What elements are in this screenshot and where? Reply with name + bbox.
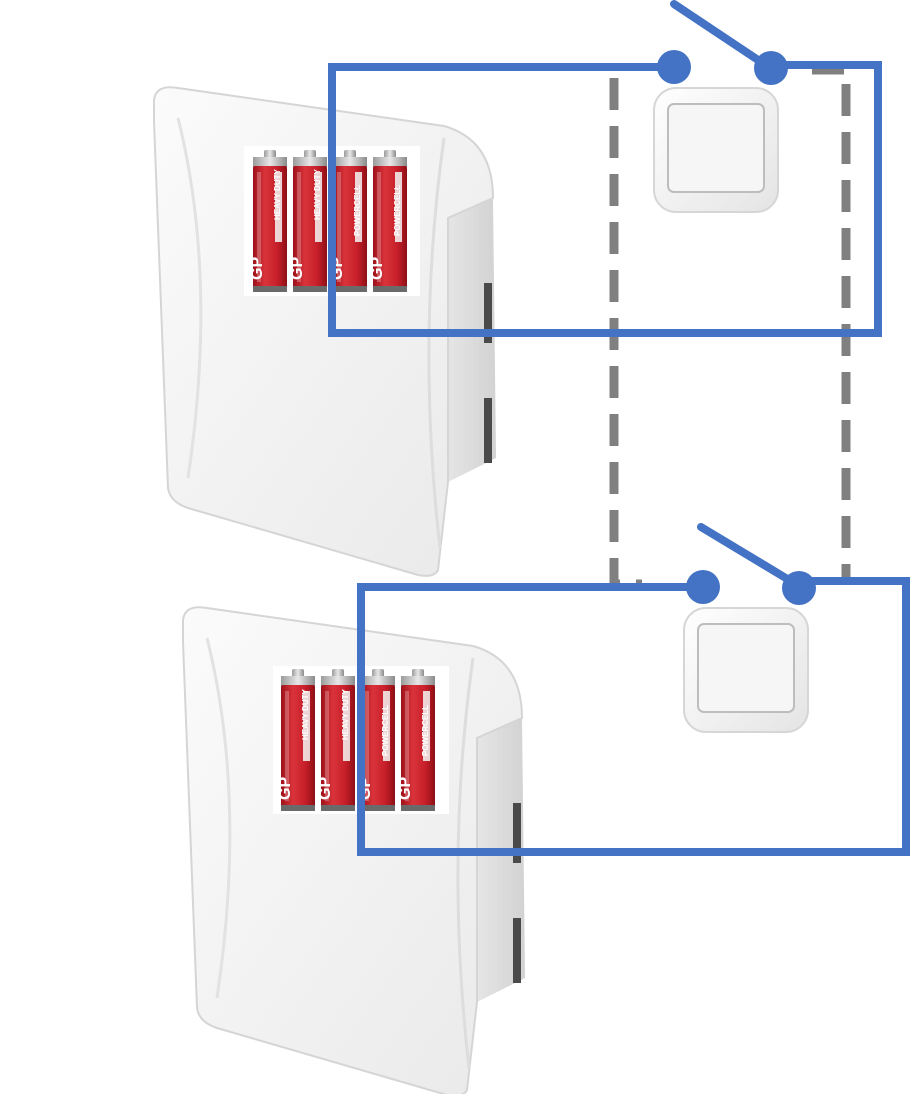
battery-brand-label: GP — [317, 777, 334, 800]
battery-brand-label: GP — [249, 257, 266, 280]
battery-line-label: HEAVY DUTY — [301, 689, 310, 740]
switch-terminal — [754, 51, 788, 85]
switch-terminal — [782, 571, 816, 605]
battery-brand-label: GP — [369, 257, 386, 280]
open-switch-icon — [686, 570, 816, 605]
battery-brand-label: GP — [397, 777, 414, 800]
battery-line-label: POWERCELL — [421, 705, 430, 756]
circuit-2-wire — [357, 577, 910, 856]
circuit-wires — [328, 0, 910, 856]
push-button-icon — [683, 607, 809, 733]
battery-brand-label: GP — [277, 777, 294, 800]
battery-line-label: HEAVY DUTY — [273, 169, 282, 220]
dashed-wire-right — [812, 65, 851, 584]
switch-terminal — [657, 50, 691, 84]
push-button-icon — [653, 87, 779, 213]
battery-brand-label: GP — [289, 257, 306, 280]
battery-line-label: HEAVY DUTY — [341, 689, 350, 740]
switch-2-lever — [697, 523, 803, 590]
battery-line-label: POWERCELL — [353, 185, 362, 236]
circuit-1-wire — [328, 61, 882, 337]
open-switch-icon — [657, 50, 788, 85]
switch-terminal — [686, 570, 720, 604]
switch-1-lever — [670, 0, 774, 72]
battery-line-label: POWERCELL — [381, 705, 390, 756]
battery-line-label: HEAVY DUTY — [313, 169, 322, 220]
battery-line-label: POWERCELL — [393, 185, 402, 236]
